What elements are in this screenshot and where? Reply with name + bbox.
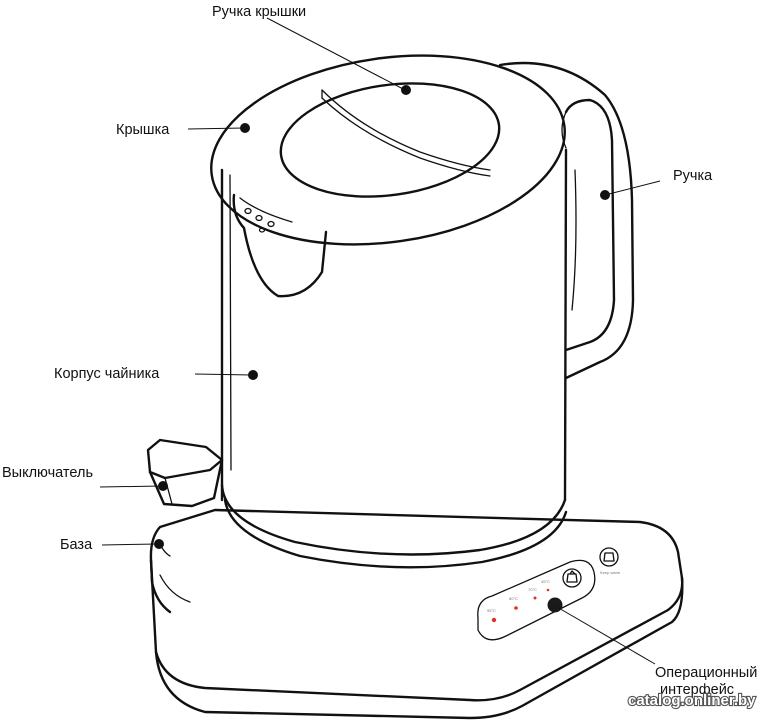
- handle-dot: [600, 190, 610, 200]
- label-lid-handle: Ручка крышки: [212, 4, 306, 20]
- kettle-base: [149, 508, 684, 720]
- label-handle: Ручка: [673, 168, 713, 184]
- spout: [232, 193, 328, 298]
- leader-dots: [154, 85, 610, 549]
- lid-dot: [240, 123, 250, 133]
- kettle-lid: [210, 54, 566, 246]
- indicator-light-4: [546, 588, 550, 592]
- label-body: Корпус чайника: [54, 366, 160, 382]
- control-knob[interactable]: [547, 597, 563, 613]
- indicator-light-1: [491, 617, 497, 623]
- kettle-handle: [498, 61, 635, 380]
- control-panel: 95°C 80°C 70°C 45°C Keep warm: [477, 547, 621, 641]
- svg-text:95°C: 95°C: [487, 608, 496, 613]
- kettle-body: [220, 148, 568, 569]
- indicator-light-3: [533, 596, 537, 600]
- kettle-button-icon[interactable]: [562, 568, 582, 588]
- label-base: База: [60, 537, 93, 553]
- keep-warm-button-icon[interactable]: [599, 547, 619, 567]
- switch-dot: [158, 481, 168, 491]
- watermark: catalog.onliner.by: [628, 692, 756, 709]
- svg-text:80°C: 80°C: [509, 596, 518, 601]
- label-interface-line2: интерфейс: [660, 682, 734, 698]
- base-dot: [154, 539, 164, 549]
- power-switch[interactable]: [146, 438, 224, 508]
- body-dot: [248, 370, 258, 380]
- label-switch: Выключатель: [2, 465, 93, 481]
- indicator-light-2: [514, 606, 518, 610]
- svg-text:45°C: 45°C: [541, 579, 550, 584]
- svg-text:Keep warm: Keep warm: [600, 570, 621, 575]
- label-lid: Крышка: [116, 122, 170, 138]
- leader-lines: [99, 17, 661, 665]
- svg-text:70°C: 70°C: [528, 587, 537, 592]
- label-interface-line1: Операционный: [655, 665, 757, 681]
- lid-handle-dot: [401, 85, 411, 95]
